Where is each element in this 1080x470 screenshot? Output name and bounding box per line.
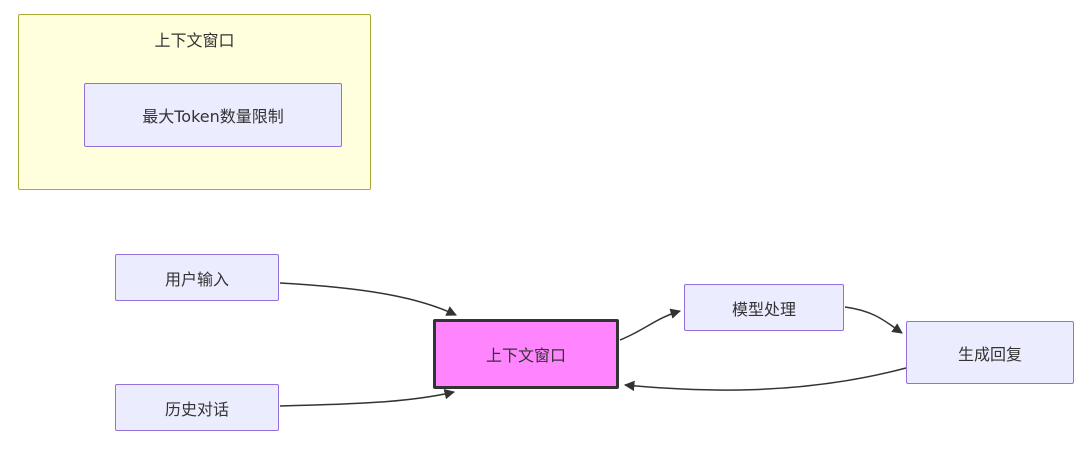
edge-reply-to-context <box>623 367 907 392</box>
cluster-title: 上下文窗口 <box>154 31 235 50</box>
node-user-input: 用户输入 <box>115 254 279 301</box>
node-max-token-limit: 最大Token数量限制 <box>84 83 342 147</box>
edge-model-to-reply <box>844 306 903 334</box>
node-context-window: 上下文窗口 <box>433 319 619 389</box>
node-model-processing: 模型处理 <box>684 284 844 331</box>
context-window-cluster: 上下文窗口 最大Token数量限制 <box>18 14 371 190</box>
edge-history-to-context <box>279 389 456 407</box>
node-history-dialogue: 历史对话 <box>115 384 279 431</box>
node-generate-reply: 生成回复 <box>906 321 1074 384</box>
edge-context-to-model <box>619 308 682 341</box>
edge-user-input-to-context <box>279 282 457 316</box>
